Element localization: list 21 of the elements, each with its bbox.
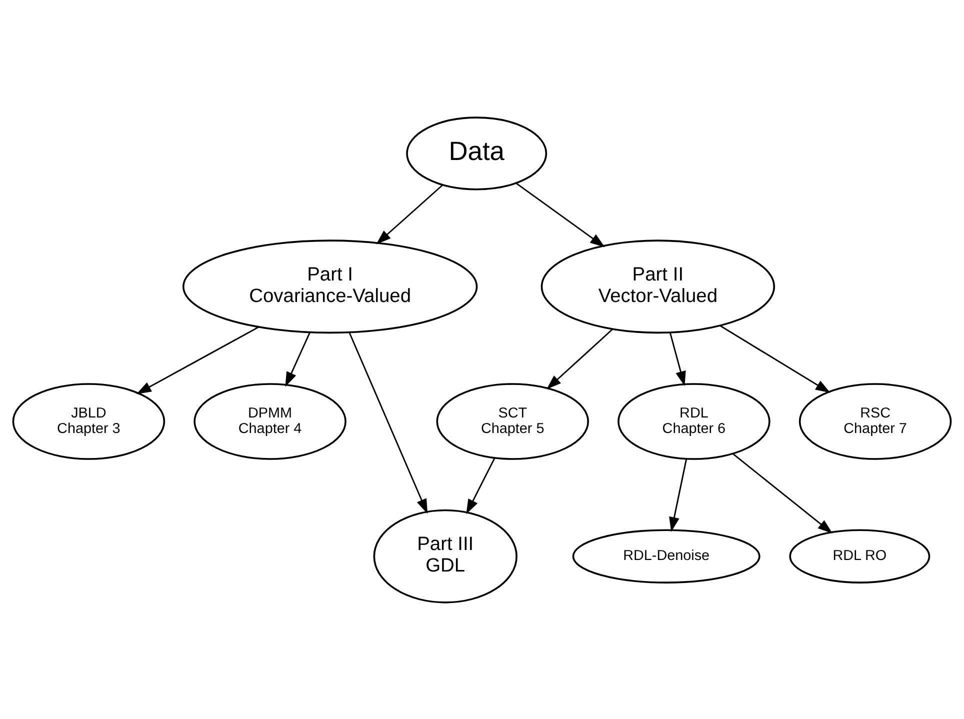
node-ellipse: Data <box>406 116 548 190</box>
node-ellipse: RDL Chapter 6 <box>618 382 770 460</box>
arrow <box>669 458 688 532</box>
arrow <box>732 452 833 534</box>
arrow <box>348 331 428 514</box>
node-ellipse: Part II Vector-Valued <box>540 239 775 334</box>
arrow <box>376 184 444 244</box>
arrow <box>669 332 686 386</box>
arrow <box>516 182 605 247</box>
node-ellipse: DPMM Chapter 4 <box>194 382 346 460</box>
arrow <box>720 324 830 392</box>
node-ellipse: RSC Chapter 7 <box>798 382 952 460</box>
node-ellipse: SCT Chapter 5 <box>436 382 590 460</box>
node-ellipse: RDL-Denoise <box>572 528 760 583</box>
arrow <box>136 326 260 394</box>
arrow <box>285 332 311 386</box>
node-ellipse: Part I Covariance-Valued <box>182 239 478 334</box>
node-ellipse: RDL RO <box>789 528 930 583</box>
node-ellipse: Part III GDL <box>373 508 518 603</box>
arrow <box>546 328 614 389</box>
arrow <box>466 457 496 514</box>
